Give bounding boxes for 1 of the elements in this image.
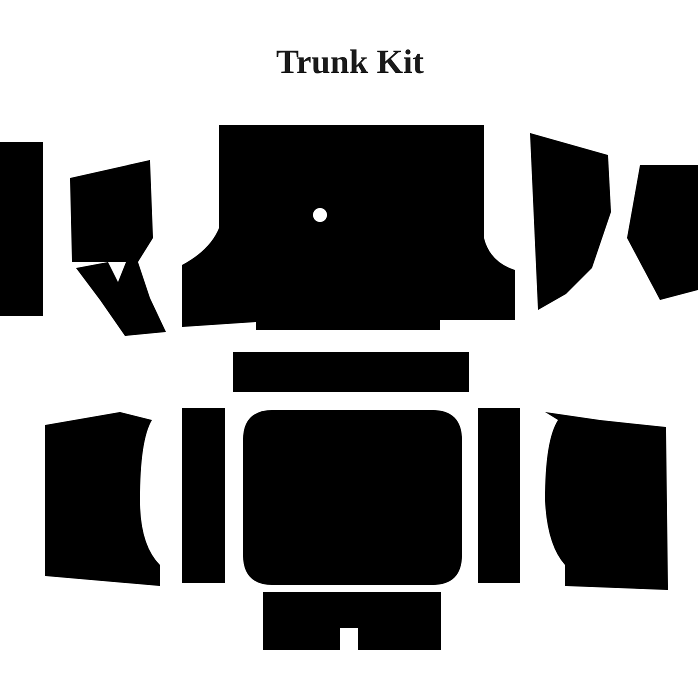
diagram-title: Trunk Kit (275, 44, 425, 82)
